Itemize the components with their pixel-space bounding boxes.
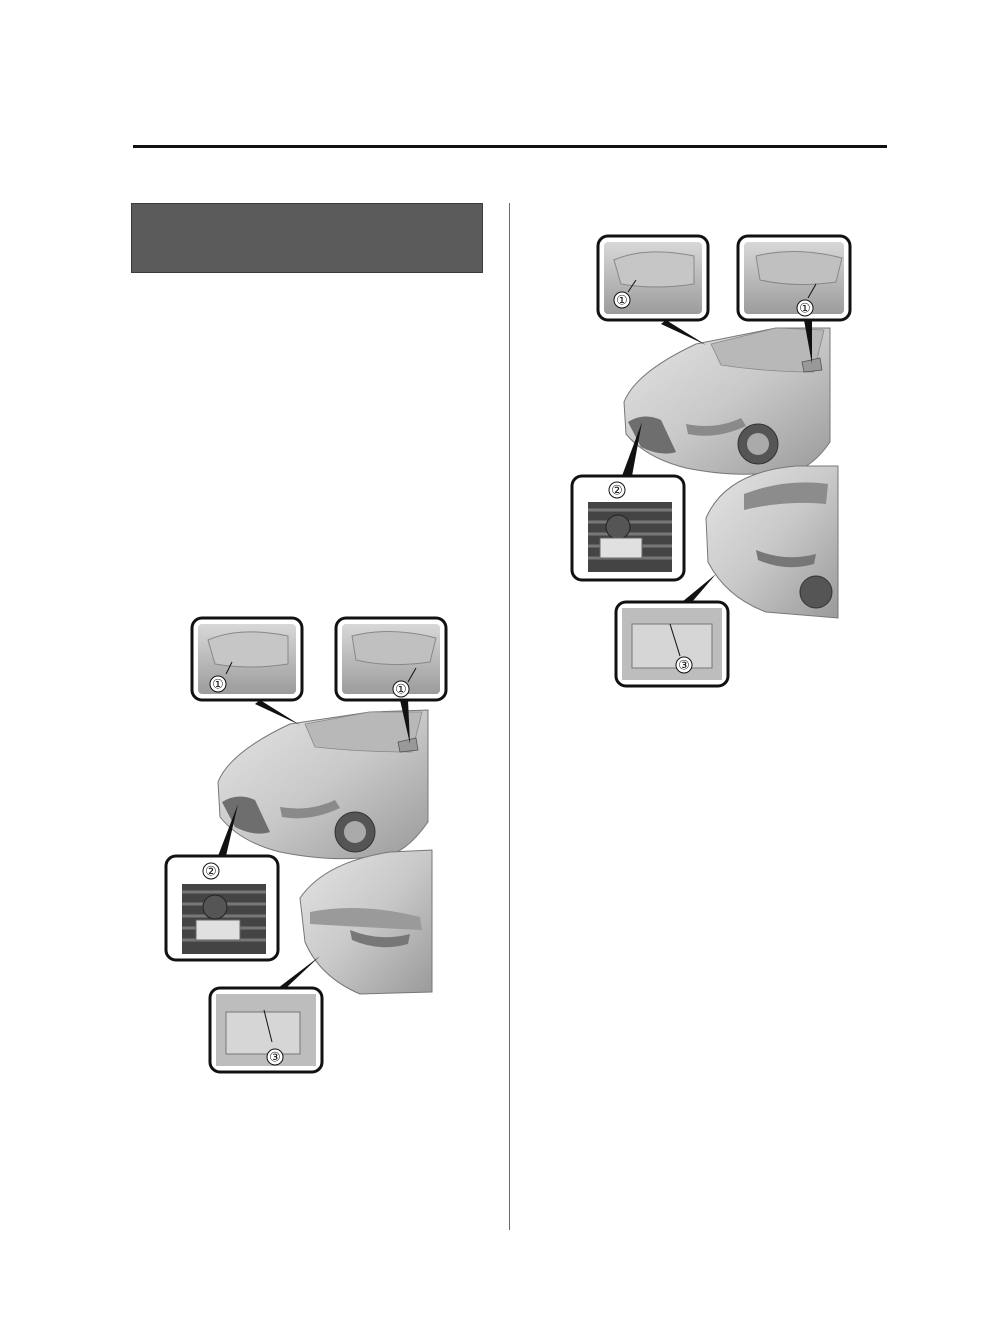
hatchback-front-view [623,327,831,475]
callout-label: ② [611,484,623,499]
callout-right-mirror: ① [736,234,852,364]
header-rule [133,145,887,148]
section-title-box [131,203,483,273]
callout-label: ① [395,683,407,698]
callout-label: ② [205,865,217,880]
callout-rear-plate: ③ [614,574,730,688]
right-mirror-marker [397,737,419,753]
column-divider [509,203,510,1230]
hatchback-rear-view [705,465,839,619]
callout-label: ③ [269,1051,281,1066]
callout-front-grille: ② [164,804,280,962]
sedan-rear-view [299,849,433,995]
sedan-camera-locations-figure: ① ① ② [160,612,460,1082]
callout-label: ① [212,678,224,693]
callout-label: ① [799,302,811,317]
callout-label: ③ [678,659,690,674]
callout-left-mirror: ① [190,616,304,725]
callout-left-mirror: ① [596,234,710,345]
callout-label: ① [616,294,628,309]
hatchback-camera-locations-figure: ① ① ② [566,232,866,692]
callout-rear-plate: ③ [208,956,324,1074]
sedan-front-view [217,709,429,860]
callout-right-mirror: ① [334,616,448,744]
callout-front-grille: ② [570,422,686,582]
